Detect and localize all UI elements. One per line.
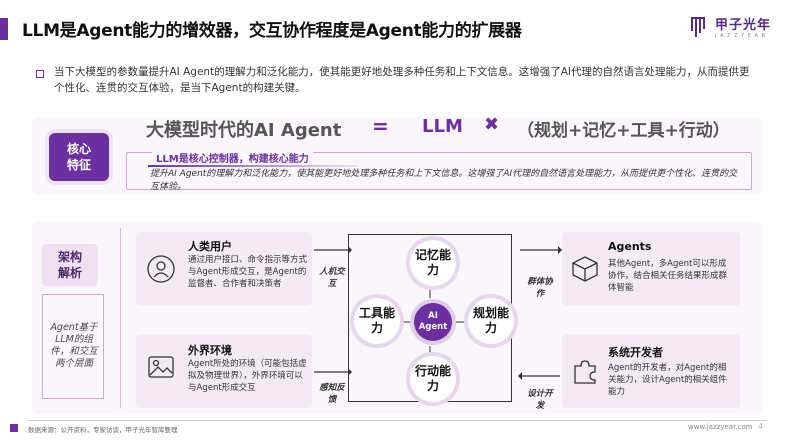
core-subtitle-underline bbox=[148, 165, 358, 167]
developer-title: 系统开发者 bbox=[608, 346, 663, 359]
dev-arrow-icon bbox=[518, 372, 560, 380]
logo-mark-icon bbox=[691, 16, 705, 37]
memory-node: 记忆能力 bbox=[410, 240, 456, 286]
formula-equals: = bbox=[372, 114, 389, 138]
human-user-box: 人类用户 通过用户接口、命令指示等方式与Agent形成交互，是Agent的监督者… bbox=[136, 232, 312, 306]
arch-badge-line2: 解析 bbox=[57, 266, 82, 280]
human-user-title: 人类用户 bbox=[188, 240, 232, 253]
agents-arrow-icon bbox=[520, 246, 562, 254]
formula-llm: LLM bbox=[422, 116, 463, 137]
formula-times-icon: ✖ bbox=[484, 114, 500, 135]
environment-box: 外界环境 Agent所处的环境（可能包括虚拟及物理世界），外界环境可以与Agen… bbox=[136, 334, 312, 408]
footer-url: www.jazzyear.com bbox=[688, 423, 753, 431]
architecture-badge: 架构 解析 bbox=[42, 244, 98, 286]
env-arrow-icon bbox=[314, 368, 352, 376]
bullet-square-icon bbox=[36, 70, 44, 78]
agents-title: Agents bbox=[608, 240, 652, 253]
core-badge-line1: 核心 bbox=[66, 142, 91, 156]
ai-agent-node: AI Agent bbox=[414, 303, 452, 341]
core-description: 提升AI Agent的理解力和泛化能力，使其能更好地处理多种任务和上下文信息。这… bbox=[150, 169, 738, 192]
page-number: 4 bbox=[758, 422, 764, 431]
title-accent-bar bbox=[0, 18, 8, 40]
core-subsection-frame bbox=[126, 152, 752, 190]
ai-node-line2: Agent bbox=[418, 322, 448, 332]
architecture-description-frame bbox=[42, 294, 104, 399]
formula-left: 大模型时代的AI Agent bbox=[146, 120, 342, 141]
tools-node: 工具能力 bbox=[354, 298, 400, 344]
group-collaboration-label: 群体协作 bbox=[527, 277, 553, 299]
logo-name: 甲子光年 bbox=[715, 18, 772, 33]
intro-text: 当下大模型的参数量提升AI Agent的理解力和泛化能力，使其能更好地处理多种任… bbox=[54, 66, 750, 94]
footer-accent-square bbox=[10, 424, 18, 432]
human-user-text: 通过用户接口、命令指示等方式与Agent形成交互，是Agent的监督者、合作者和… bbox=[188, 255, 308, 289]
puzzle-icon bbox=[574, 360, 596, 384]
developer-text: Agent的开发者，对Agent的相关能力，设计Agent的相关组件能力 bbox=[608, 363, 727, 397]
footer-divider bbox=[28, 420, 768, 421]
formula-right: （规划+记忆+工具+行动） bbox=[517, 121, 730, 141]
page-title: LLM是Agent能力的增效器，交互协作程度是Agent能力的扩展器 bbox=[22, 21, 522, 41]
environment-text: Agent所处的环境（可能包括虚拟及物理世界），外界环境可以与Agent形成交互 bbox=[188, 359, 307, 393]
agents-box: Agents 其他Agent，多Agent可以形成协作，结合相关任务结果形成群体… bbox=[562, 232, 740, 306]
agents-text: 其他Agent，多Agent可以形成协作，结合相关任务结果形成群体智能 bbox=[608, 259, 728, 293]
ai-node-line1: AI bbox=[428, 311, 438, 321]
design-development-label: 设计开发 bbox=[527, 389, 553, 411]
action-node: 行动能力 bbox=[410, 356, 456, 402]
arch-badge-line1: 架构 bbox=[57, 250, 82, 264]
brand-logo: 甲子光年 J A Z Z Y E A R bbox=[689, 14, 771, 39]
architecture-description: Agent基于LLM的组件，和交互两个层面 bbox=[50, 322, 98, 369]
perception-feedback-label: 感知反馈 bbox=[319, 383, 345, 405]
developer-box: 系统开发者 Agent的开发者，对Agent的相关能力，设计Agent的相关组件… bbox=[562, 334, 740, 408]
human-arrow-icon bbox=[314, 246, 352, 254]
architecture-divider bbox=[120, 228, 121, 408]
planning-node: 规划能力 bbox=[468, 298, 514, 344]
person-icon bbox=[147, 255, 175, 283]
core-feature-badge: 核心 特征 bbox=[49, 133, 109, 181]
environment-title: 外界环境 bbox=[188, 344, 232, 357]
core-subtitle: LLM是核心控制器，构建核心能力 bbox=[152, 150, 313, 165]
footer-source: 数据来源：公开资料，专家访谈，甲子光年智库整理 bbox=[28, 426, 178, 434]
cube-icon bbox=[572, 256, 598, 282]
logo-subtitle: J A Z Z Y E A R bbox=[715, 33, 766, 39]
human-interaction-label: 人机交互 bbox=[319, 267, 345, 289]
image-icon bbox=[148, 356, 174, 378]
core-badge-line2: 特征 bbox=[66, 158, 91, 172]
